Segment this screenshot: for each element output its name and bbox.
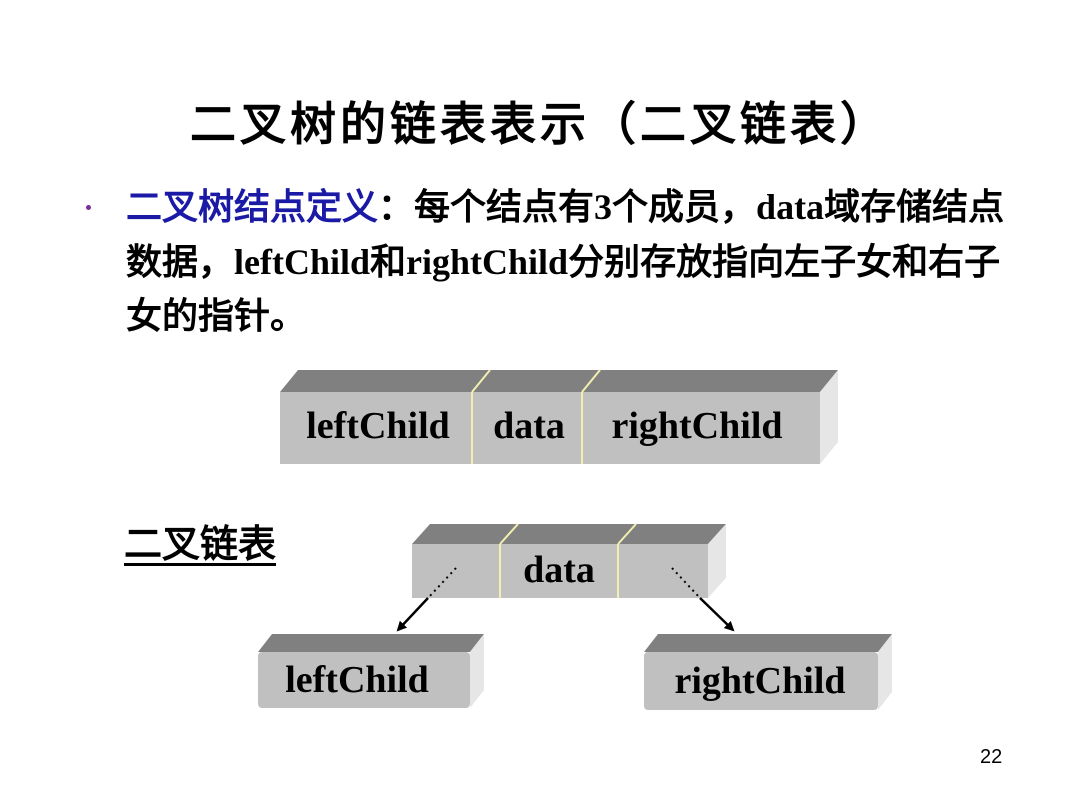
field-divider-top [581,369,601,393]
box-front-face [644,652,878,710]
box-top-face [258,634,484,652]
bullet-term: 二叉树结点定义 [126,187,379,228]
bullet-number: 3 [594,187,613,227]
right-child-box: rightChild [644,634,892,710]
bullet-text-part: ：每个结点有 [378,187,595,228]
root-data-label: data [523,549,595,591]
box-side-face [708,524,726,598]
right-pointer-arrow [699,597,735,632]
slide-title: 二叉树的链表表示（二叉链表） [190,97,890,151]
bullet-keyword-leftchild: leftChild [234,242,371,282]
box-front-face [258,652,470,708]
box-front-face [412,544,708,598]
root-node-box: data [412,523,726,598]
bullet-keyword-rightchild: rightChild [406,242,569,282]
left-pointer-dots [427,567,457,599]
field-leftchild-label: leftChild [306,405,450,447]
box-side-face [878,634,892,710]
box-side-face [470,634,484,708]
field-data-label: data [493,405,565,447]
box-side-face [820,370,838,464]
bullet-text-part: 和 [370,242,407,283]
field-rightchild-label: rightChild [611,405,782,447]
box-top-face [280,370,838,392]
box-top-face [412,524,726,544]
right-child-label: rightChild [674,660,845,702]
bullet-text: 二叉树结点定义：每个结点有3个成员，data域存储结点数据，leftChild和… [126,180,1006,344]
bullet-text-part: 个成员， [612,187,757,228]
bullet-text-part: 分别存放指向左子女和右子女的指针。 [126,242,1001,337]
field-divider-top [471,369,491,393]
left-pointer-arrow [396,597,429,632]
right-pointer-dots [671,567,701,599]
bullet-icon [86,205,91,210]
field-divider-top [617,523,637,545]
node-structure-box: leftChild data rightChild [280,369,838,464]
page-number: 22 [980,746,1003,768]
box-top-face [644,634,892,652]
box-front-face [280,392,820,464]
field-divider-top [499,523,519,545]
bullet-text-part: 域存储结点数据， [126,187,1005,283]
linked-list-heading: 二叉链表 [124,522,277,566]
left-child-label: leftChild [285,659,429,701]
left-child-box: leftChild [258,634,484,708]
bullet-keyword-data: data [756,187,825,227]
